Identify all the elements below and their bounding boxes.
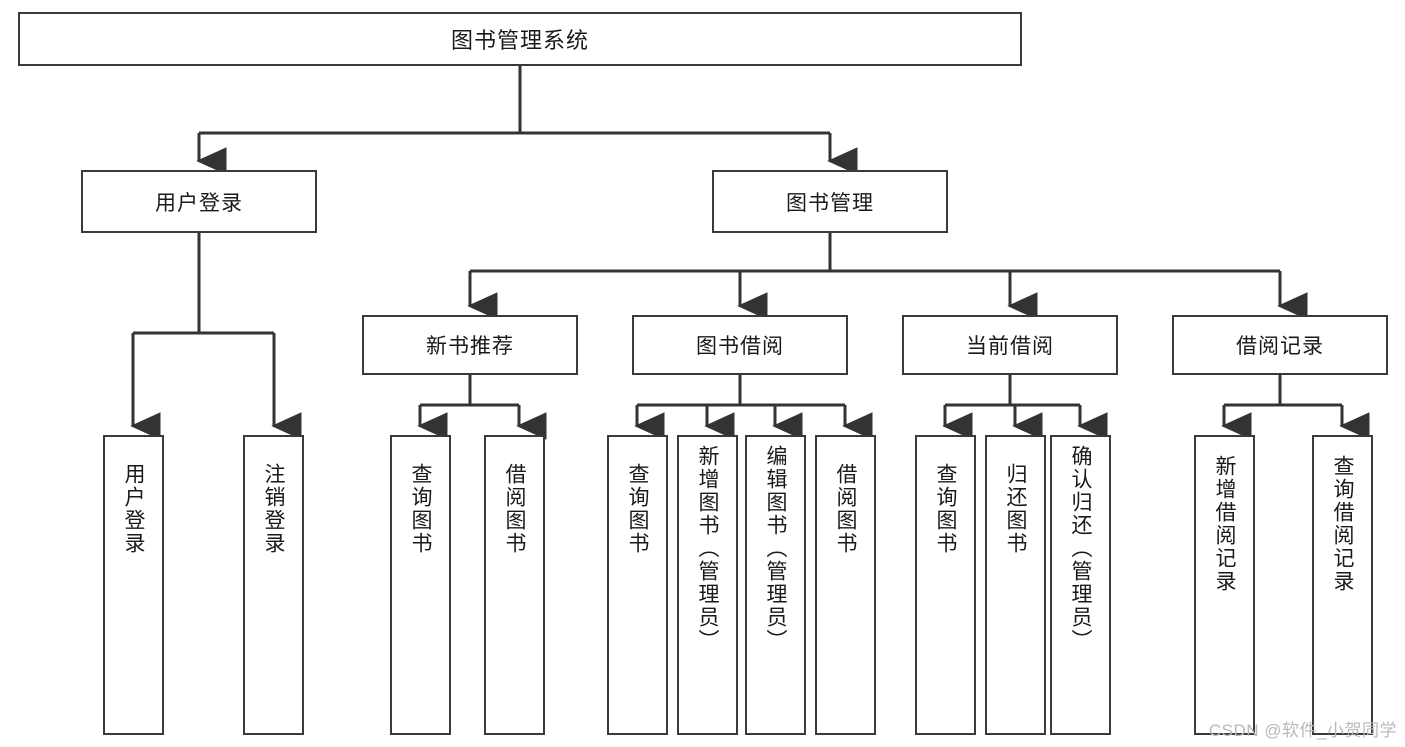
node-leaf-query-record[interactable]: 查询借阅记录: [1312, 435, 1373, 735]
csdn-watermark: CSDN @软件_小贺同学: [1208, 721, 1397, 740]
node-leaf-confirm-return[interactable]: 确认归还（管理员）: [1050, 435, 1111, 735]
node-new-book-recommend[interactable]: 新书推荐: [362, 315, 578, 375]
node-leaf-query-book-1[interactable]: 查询图书: [390, 435, 451, 735]
leaf-label: 查询图书: [934, 463, 957, 555]
leaf-label: 注销登录: [262, 463, 285, 555]
node-root-system[interactable]: 图书管理系统: [18, 12, 1022, 66]
leaf-label: 新增借阅记录: [1213, 455, 1236, 593]
node-current-borrow[interactable]: 当前借阅: [902, 315, 1118, 375]
leaf-label: 借阅图书: [503, 463, 526, 555]
leaf-label: 归还图书: [1004, 463, 1027, 555]
node-leaf-borrow-book-1[interactable]: 借阅图书: [484, 435, 545, 735]
leaf-label: 查询图书: [626, 463, 649, 555]
node-leaf-query-book-3[interactable]: 查询图书: [915, 435, 976, 735]
leaf-label: 用户登录: [122, 463, 145, 555]
node-book-manage[interactable]: 图书管理: [712, 170, 948, 233]
leaf-label: 借阅图书: [834, 463, 857, 555]
node-borrow-record[interactable]: 借阅记录: [1172, 315, 1388, 375]
leaf-label: 查询图书: [409, 463, 432, 555]
node-user-login[interactable]: 用户登录: [81, 170, 317, 233]
node-leaf-logout-login[interactable]: 注销登录: [243, 435, 304, 735]
node-leaf-add-book[interactable]: 新增图书（管理员）: [677, 435, 738, 735]
node-leaf-add-record[interactable]: 新增借阅记录: [1194, 435, 1255, 735]
node-leaf-query-book-2[interactable]: 查询图书: [607, 435, 668, 735]
node-leaf-edit-book[interactable]: 编辑图书（管理员）: [745, 435, 806, 735]
node-leaf-return-book[interactable]: 归还图书: [985, 435, 1046, 735]
node-leaf-borrow-book-2[interactable]: 借阅图书: [815, 435, 876, 735]
leaf-label: 新增图书（管理员）: [696, 445, 719, 652]
leaf-label: 确认归还（管理员）: [1069, 445, 1092, 652]
node-book-borrow[interactable]: 图书借阅: [632, 315, 848, 375]
leaf-label: 查询借阅记录: [1331, 455, 1354, 593]
leaf-label: 编辑图书（管理员）: [764, 445, 787, 652]
node-leaf-user-login[interactable]: 用户登录: [103, 435, 164, 735]
